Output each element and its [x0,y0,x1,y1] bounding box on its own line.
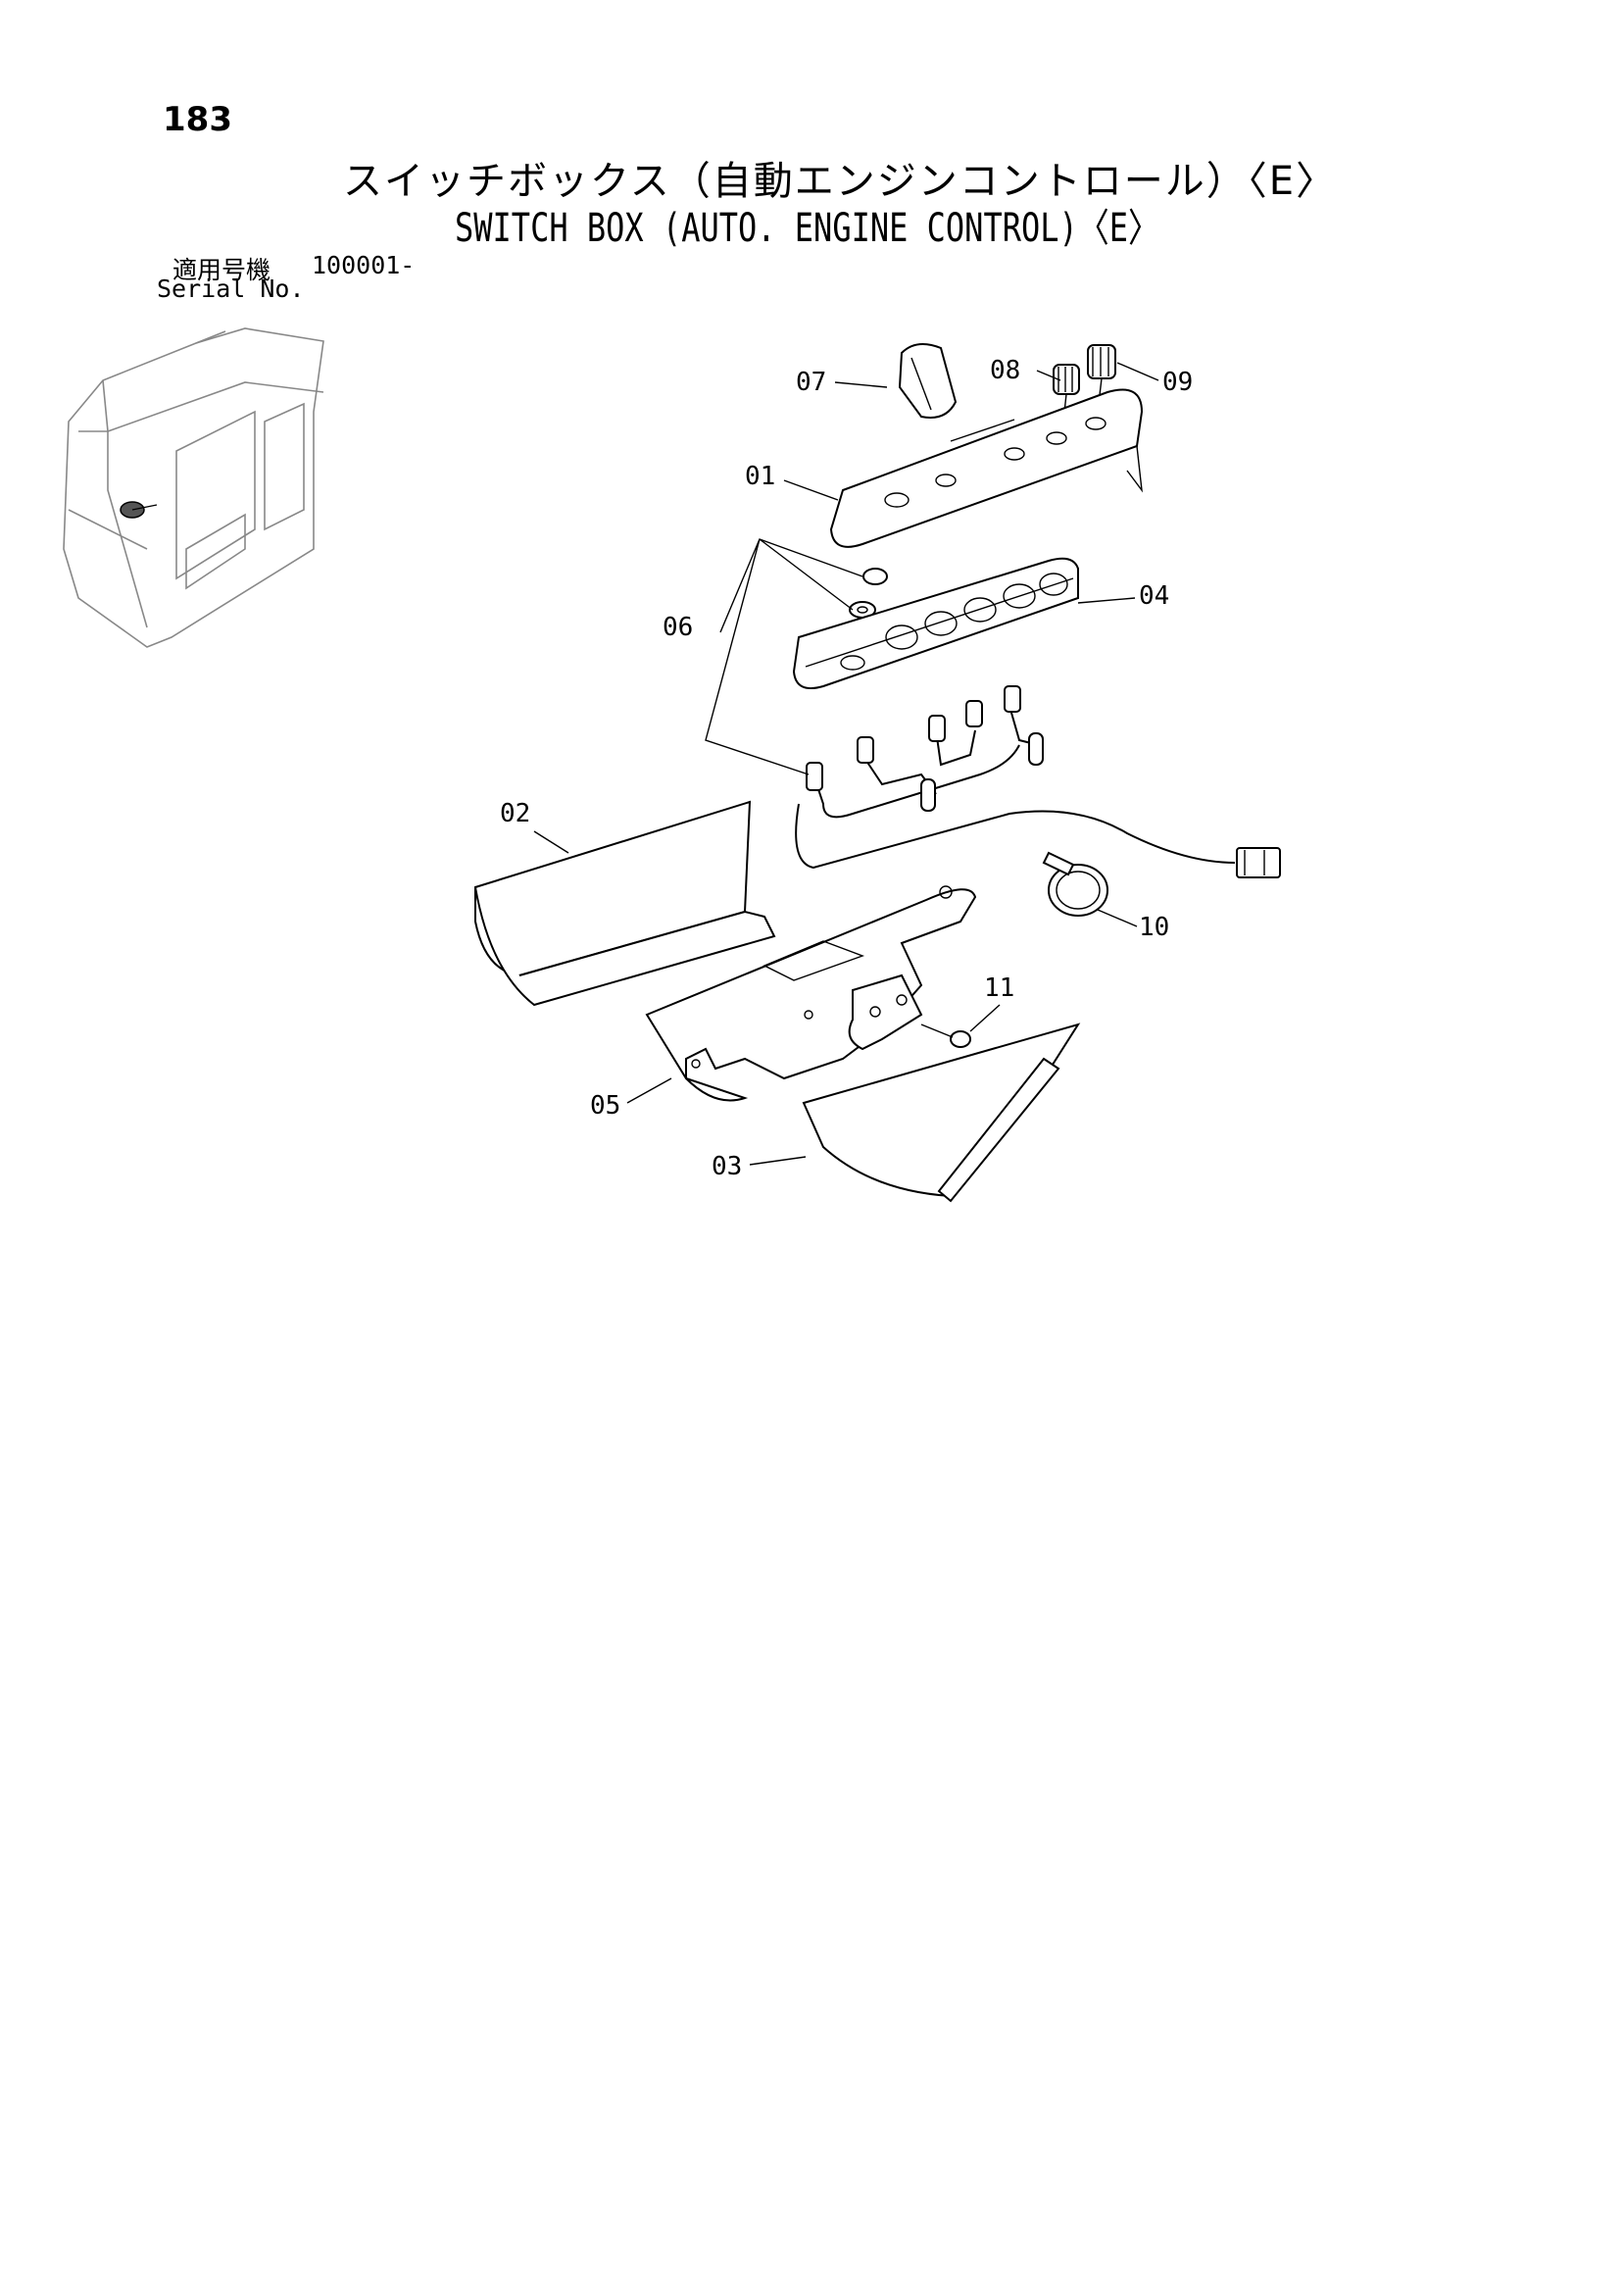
serial-label-english: Serial No. [157,275,305,303]
callout-08: 08 [990,356,1020,385]
callout-09: 09 [1162,368,1193,397]
cab-locator-illustration [63,327,324,648]
switch-harness [795,685,1281,878]
serial-range: 100001- [312,251,416,279]
page-number: 183 [163,100,232,139]
part-05-bracket [645,885,977,1102]
callout-02: 02 [500,799,530,828]
part-11-bolt [920,1023,971,1048]
part-03-side-cover [802,1023,1081,1203]
part-02-side-cover [474,800,776,1007]
callout-06: 06 [663,613,693,642]
leader-lines [533,362,1159,1166]
callout-11: 11 [984,973,1014,1003]
part-01-top-cover [829,388,1144,548]
callout-05: 05 [590,1091,620,1121]
part-06-nut-washer [849,568,888,619]
part-10-clamp [1042,851,1108,917]
serial-label-japanese: 適用号機 [172,256,271,284]
callout-01: 01 [745,462,775,491]
callout-07: 07 [796,368,826,397]
part-04-switch-panel [792,557,1079,690]
title-japanese: スイッチボックス（自動エンジンコントロール）〈E〉 [343,159,1338,204]
title-english: SWITCH BOX (AUTO. ENGINE CONTROL)〈E〉 [455,206,1160,251]
callout-04: 04 [1139,581,1169,611]
callout-03: 03 [712,1152,742,1181]
callout-10: 10 [1139,913,1169,942]
part-07-knob [898,343,958,419]
